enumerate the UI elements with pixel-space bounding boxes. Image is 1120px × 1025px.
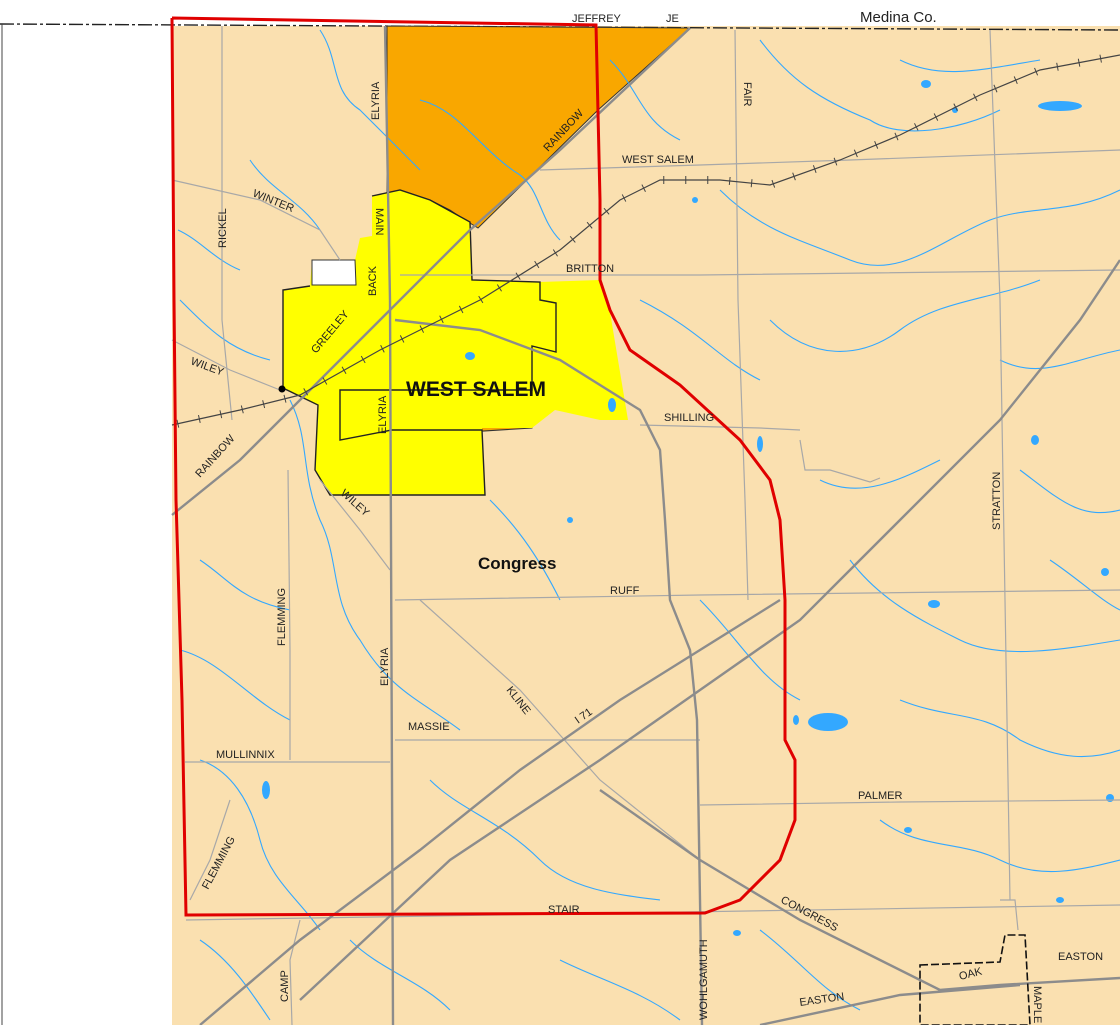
railroad-tie: [569, 235, 576, 243]
road-label-massie: MASSIE: [408, 721, 450, 733]
road-label-shilling: SHILLING: [664, 412, 714, 424]
village-name: WEST SALEM: [406, 378, 546, 401]
railroad-tie: [1099, 54, 1102, 63]
railroad-tie: [894, 132, 899, 141]
village-area: [283, 190, 628, 495]
railroad-tie: [439, 315, 444, 324]
road-label-jeffrey-cut: JE: [666, 13, 679, 25]
road-label-stratton: STRATTON: [991, 472, 1003, 530]
railroad-tie: [341, 366, 347, 374]
railroad-tie: [534, 260, 540, 269]
ponds: [262, 80, 1114, 936]
railroad-tie: [853, 149, 858, 158]
township-boundary: [170, 16, 797, 917]
railroad-tie: [322, 377, 328, 385]
road-label-fair: FAIR: [741, 82, 753, 107]
road-label-britton: BRITTON: [566, 263, 614, 275]
railroad-tie: [953, 103, 958, 111]
railroad-tie: [176, 419, 180, 428]
railroad-tie: [1077, 58, 1081, 67]
railroad-tie: [1056, 62, 1059, 71]
railroad-tie: [515, 272, 521, 280]
railroad-tie: [240, 405, 244, 414]
railroad-tie: [993, 84, 998, 93]
railroad-tie: [303, 388, 309, 396]
railroad: [171, 54, 1120, 426]
village-boundary: [282, 189, 557, 496]
streams: [177, 29, 1120, 1021]
railroad-tie: [641, 184, 646, 192]
railroad-tie: [933, 113, 939, 121]
railroad-tie: [728, 176, 731, 186]
road-label-west-salem: WEST SALEM: [622, 154, 694, 166]
railroad-tie: [586, 221, 593, 229]
road-label-camp: CAMP: [279, 970, 291, 1002]
minor-roads: [171, 26, 1120, 1025]
railroad-ties: [176, 54, 1102, 428]
railroad-tie: [833, 157, 838, 166]
township-name: Congress: [478, 554, 556, 573]
road-label-mullinnix: MULLINNIX: [216, 749, 275, 761]
railroad-tie: [874, 141, 879, 149]
road-label-oak: OAK: [958, 965, 984, 982]
railroad-tie: [399, 335, 405, 343]
county-label: Medina Co.: [860, 9, 937, 26]
railroad-tie: [419, 325, 425, 333]
railroad-tie: [973, 93, 978, 102]
railroad-tie: [552, 249, 558, 257]
road-label-elyria-north: ELYRIA: [370, 81, 382, 120]
road-label-wohlgamuth: WOHLGAMUTH: [698, 939, 710, 1020]
railroad-tie: [283, 394, 287, 403]
railroad-tie: [478, 295, 484, 304]
railroad-tie: [458, 305, 464, 314]
road-label-elyria-south: ELYRIA: [379, 647, 391, 686]
congress-village-boundary: [919, 934, 1031, 1025]
railroad-tie: [262, 400, 266, 409]
railroad-tie: [771, 179, 776, 188]
railroad-tie: [914, 123, 919, 131]
road-label-elyria-village: ELYRIA: [377, 395, 389, 434]
railroad-tie: [1034, 67, 1039, 76]
road-label-main: MAIN: [373, 208, 385, 236]
railroad-tie: [750, 179, 753, 188]
railroad-tie: [1013, 76, 1018, 84]
land-area: [172, 26, 1120, 1025]
road-label-rickel: RICKEL: [217, 208, 229, 248]
road-label-palmer: PALMER: [858, 790, 902, 802]
railroad-tie: [496, 284, 502, 292]
railroad-tie: [603, 207, 610, 215]
road-label-jeffrey: JEFFREY: [572, 13, 622, 25]
road-label-easton-east: EASTON: [1058, 951, 1103, 963]
railroad-tie: [380, 344, 385, 353]
railroad-tie: [621, 194, 627, 202]
road-label-back: BACK: [367, 265, 379, 296]
railroad-tie: [812, 165, 817, 173]
unincorporated-notch: [311, 259, 357, 286]
major-roads: [171, 25, 1120, 1025]
railroad-tie: [792, 172, 796, 181]
road-label-stair: STAIR: [548, 904, 580, 916]
village-point: [278, 385, 286, 393]
road-label-flemming-north: FLEMMING: [276, 588, 288, 646]
road-label-maple: MAPLE: [1031, 986, 1043, 1023]
railroad-tie: [360, 355, 366, 364]
railroad-tie: [197, 414, 201, 423]
railroad-tie: [219, 410, 223, 419]
road-label-ruff: RUFF: [610, 585, 640, 597]
